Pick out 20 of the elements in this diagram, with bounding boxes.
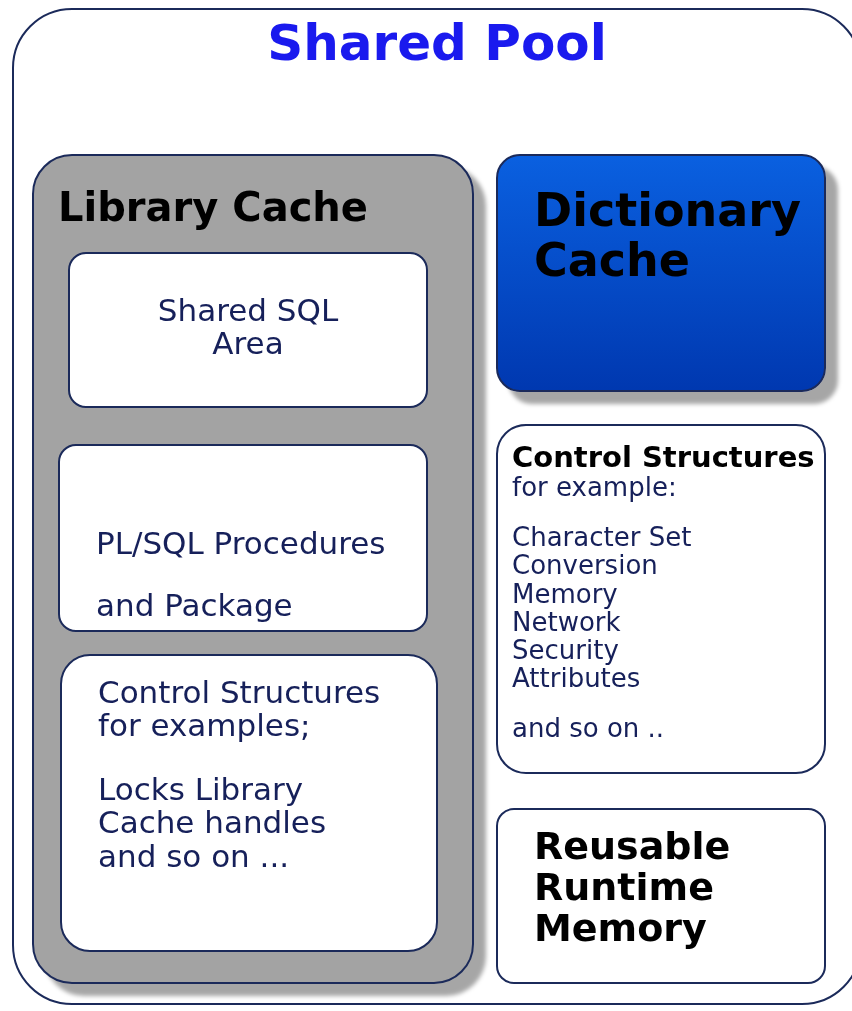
- box-title: Shared SQL Area: [156, 294, 340, 361]
- memory-area-box: [58, 444, 428, 632]
- memory-area-box: [60, 654, 438, 952]
- box-text: Locks Library Cache handles and so on ...: [98, 772, 328, 874]
- box-title: PL/SQL Procedures and Package: [96, 524, 387, 625]
- runtime-memory-box: [496, 808, 826, 984]
- box-text: Character Set Conversion Memory Network Security Attributes: [512, 523, 693, 692]
- dictionary-cache-box: [496, 154, 826, 392]
- cache-panel: [32, 154, 474, 984]
- pool-panel: [12, 8, 852, 1005]
- box-title: Reusable Runtime Memory: [534, 826, 732, 950]
- panel-title: Library Cache: [58, 186, 369, 230]
- box-title: Dictionary Cache: [534, 186, 803, 286]
- box-text: and so on ..: [512, 713, 666, 742]
- panel-title: Shared Pool: [266, 16, 608, 70]
- memory-area-box: [68, 252, 428, 408]
- control-structures-box: [496, 424, 826, 774]
- box-title: Control Structures for examples;: [98, 676, 382, 743]
- box-title: Control Structures: [512, 442, 816, 474]
- box-text: for example:: [512, 473, 678, 502]
